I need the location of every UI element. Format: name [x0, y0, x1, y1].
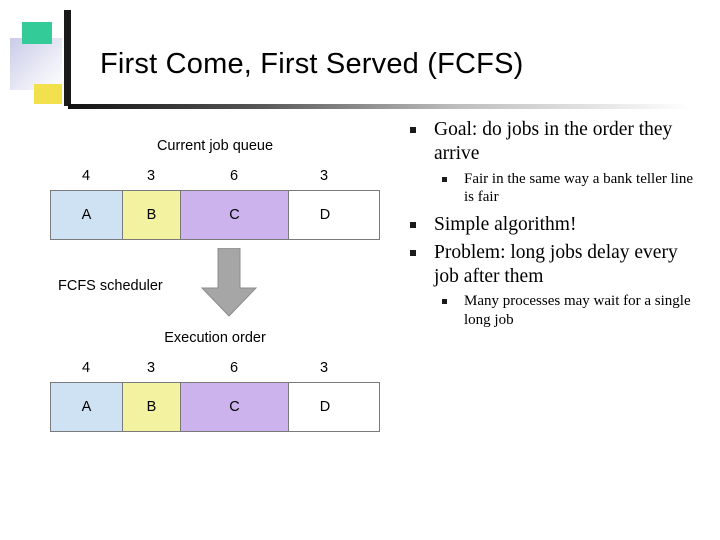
execution-order-caption: Execution order [164, 330, 266, 346]
queue-job-d: D [289, 191, 361, 239]
exec-job-c: C [181, 383, 289, 431]
exec-number-3: 6 [229, 360, 239, 376]
bullet-item-1: Goal: do jobs in the order they arrive [400, 118, 700, 166]
title-underline-rule [68, 104, 692, 109]
bullet-marker-icon [442, 299, 447, 305]
queue-burst-numbers: 4 3 6 3 [50, 168, 380, 184]
decorative-logo-block [0, 0, 110, 118]
bullet-item-5: Many processes may wait for a single lon… [400, 292, 700, 330]
execution-job-row: A B C D [50, 382, 380, 432]
queue-number-4: 3 [319, 168, 329, 184]
scheduler-label: FCFS scheduler [58, 278, 163, 294]
bullet-marker-icon [410, 127, 416, 133]
queue-caption: Current job queue [156, 138, 274, 154]
bullet-item-2: Fair in the same way a bank teller line … [400, 170, 700, 208]
exec-job-d: D [289, 383, 361, 431]
bullet-list: Goal: do jobs in the order they arrive F… [400, 118, 700, 336]
bullet-marker-icon [442, 176, 447, 182]
bullet-item-3: Simple algorithm! [400, 213, 700, 237]
exec-number-4: 3 [319, 360, 329, 376]
exec-job-b: B [123, 383, 181, 431]
exec-number-1: 4 [81, 360, 91, 376]
deco-gradient-square [10, 38, 62, 90]
slide-title: First Come, First Served (FCFS) [100, 48, 524, 80]
bullet-text-5: Many processes may wait for a single lon… [464, 293, 691, 329]
bullet-text-2: Fair in the same way a bank teller line … [464, 170, 694, 206]
left-diagram-column: Current job queue 4 3 6 3 A B C D FCFS s… [50, 126, 380, 432]
deco-green-square [22, 22, 52, 44]
exec-number-2: 3 [146, 360, 156, 376]
queue-job-a: A [51, 191, 123, 239]
deco-yellow-square [34, 84, 62, 104]
bullet-marker-icon [410, 249, 416, 256]
deco-vertical-bar [64, 10, 71, 106]
bullet-text-4: Problem: long jobs delay every job after… [434, 241, 678, 287]
bullet-item-4: Problem: long jobs delay every job after… [400, 241, 700, 289]
queue-number-3: 6 [229, 168, 239, 184]
queue-number-1: 4 [81, 168, 91, 184]
bullet-text-3: Simple algorithm! [434, 214, 577, 236]
queue-job-c: C [181, 191, 289, 239]
down-arrow-icon [200, 247, 258, 323]
queue-job-b: B [123, 191, 181, 239]
queue-number-2: 3 [146, 168, 156, 184]
bullet-marker-icon [410, 222, 416, 229]
bullet-text-1: Goal: do jobs in the order they arrive [434, 119, 673, 164]
execution-burst-numbers: 4 3 6 3 [50, 360, 380, 376]
exec-job-a: A [51, 383, 123, 431]
scheduler-area: FCFS scheduler [50, 242, 380, 328]
queue-job-row: A B C D [50, 190, 380, 240]
